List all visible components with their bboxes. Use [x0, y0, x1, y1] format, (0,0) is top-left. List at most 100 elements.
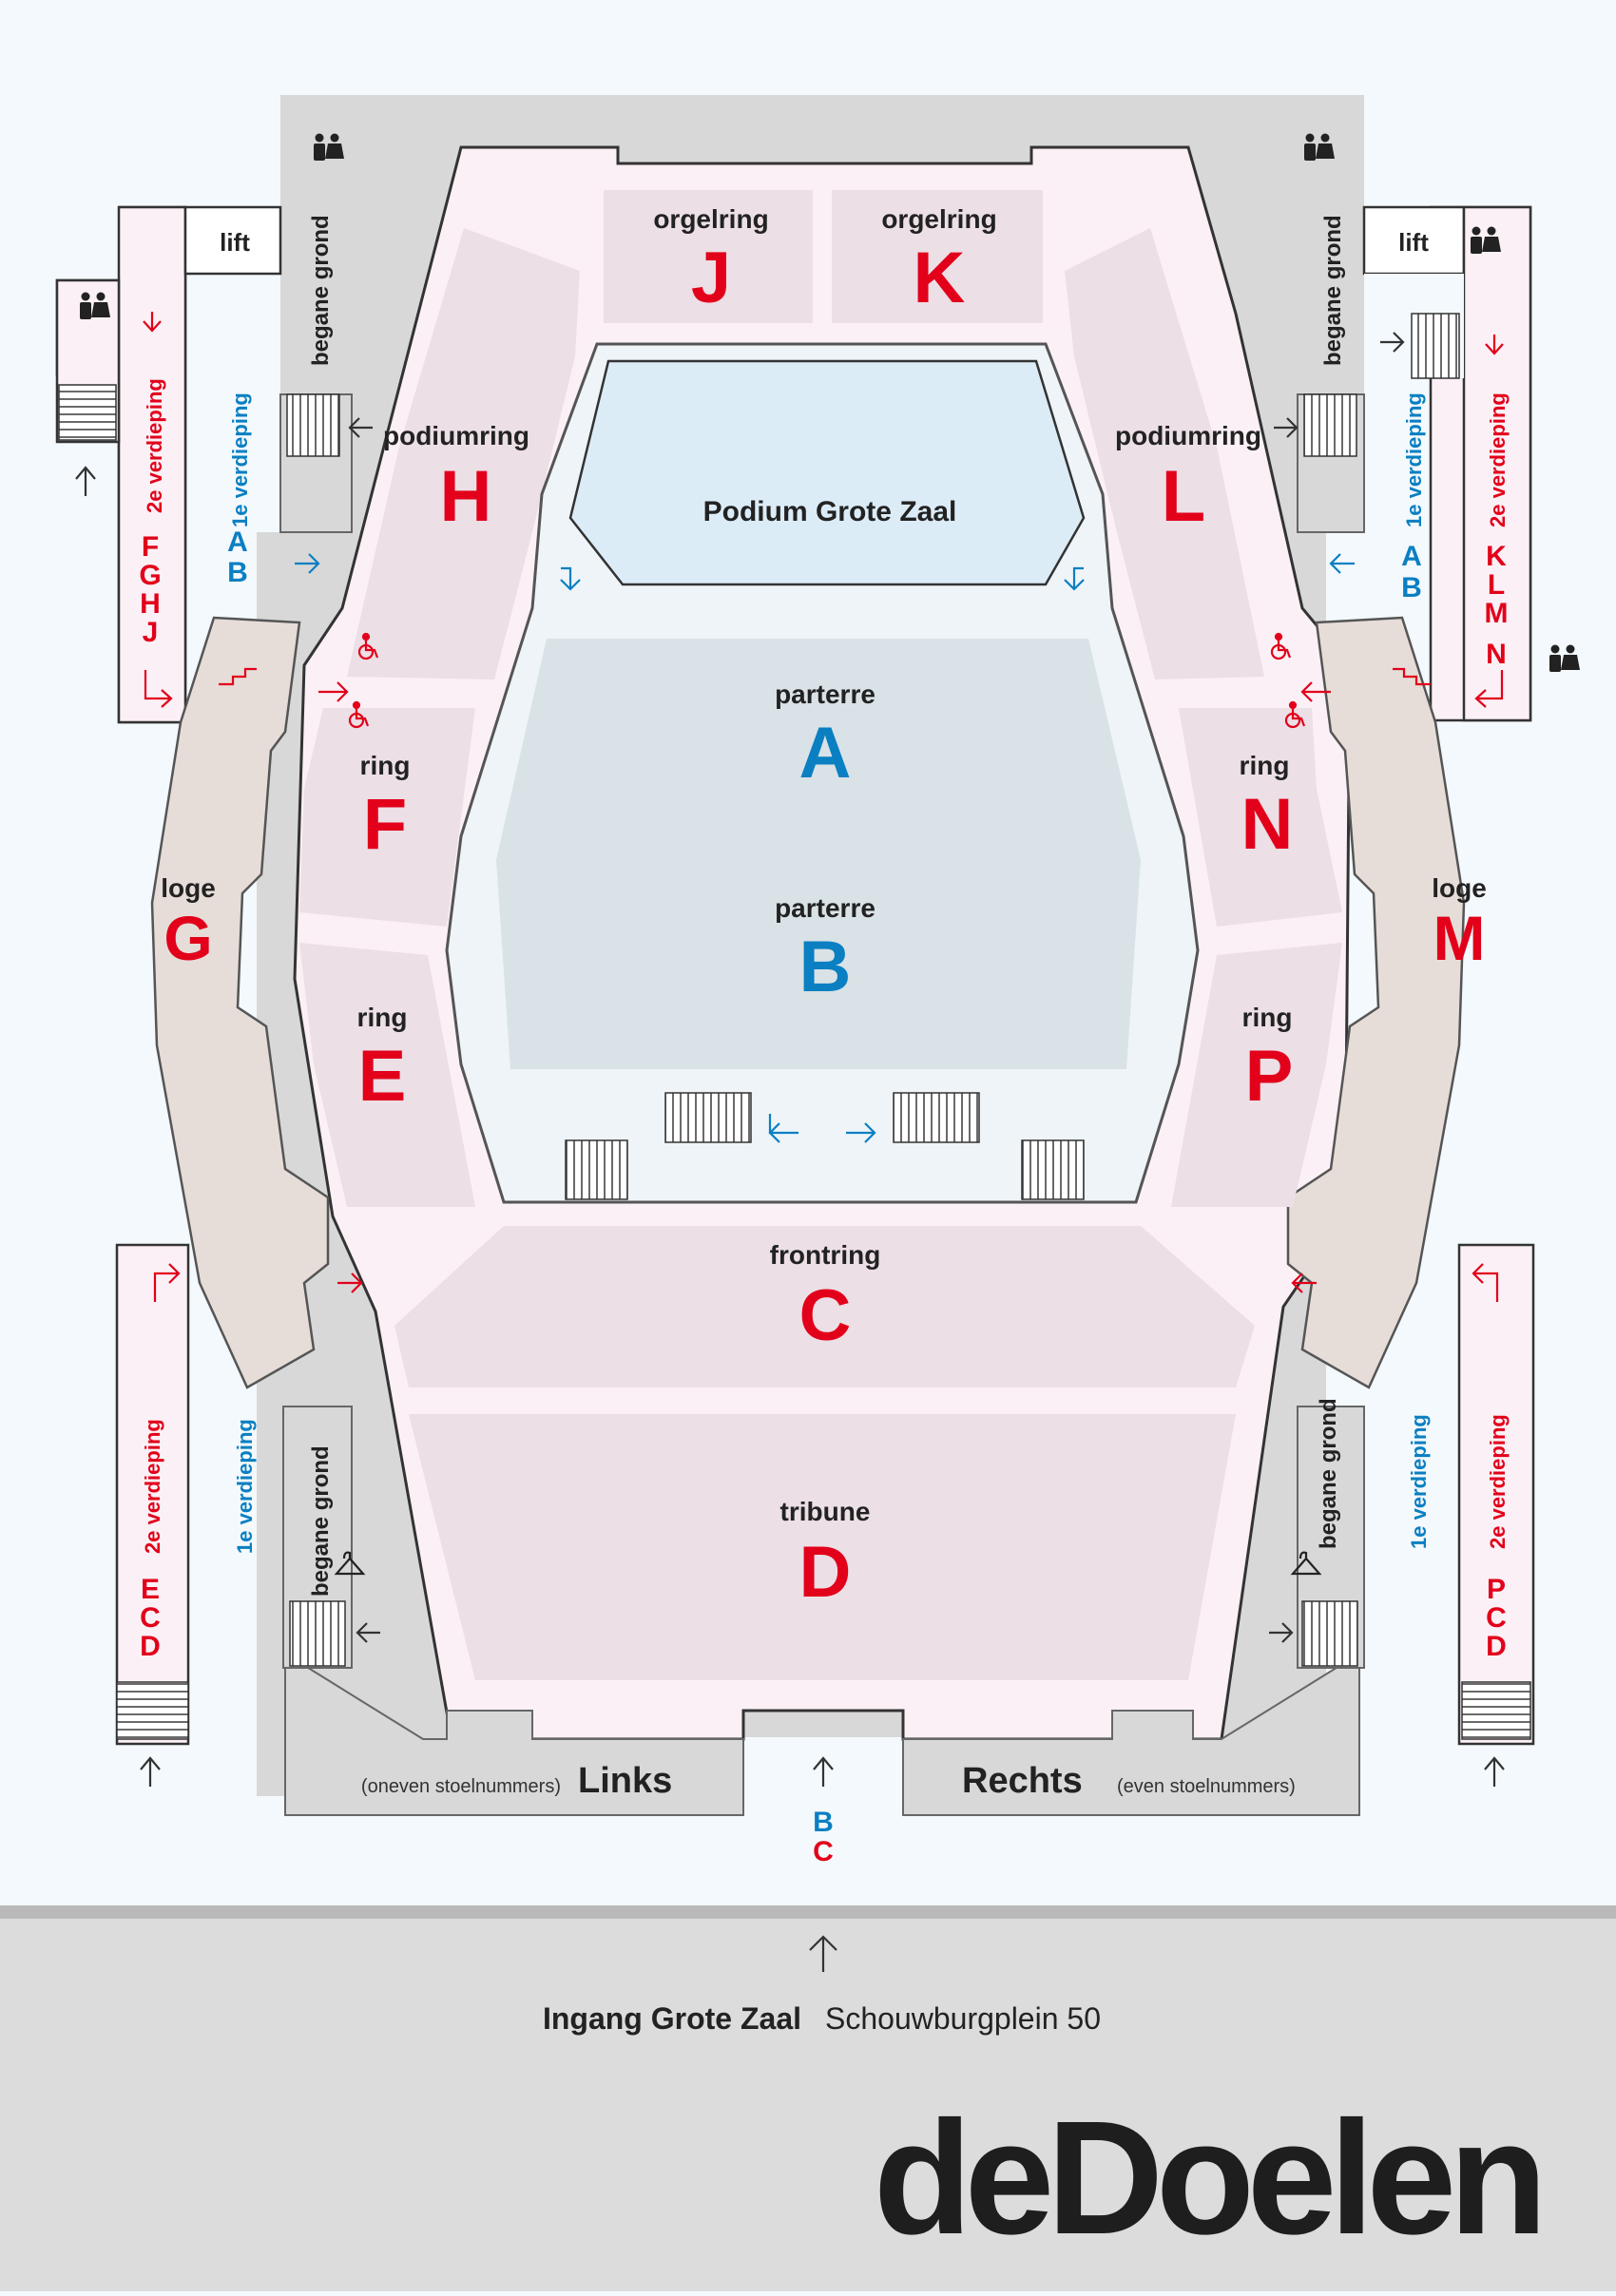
entry-wing-left: [284, 1652, 744, 1816]
section-c-label: frontring: [770, 1240, 881, 1270]
stair-tr-letter-2: L: [1488, 569, 1505, 601]
right-arrow-icon: [846, 1122, 876, 1143]
stair-bl-letter-2: C: [140, 1602, 161, 1634]
stairs-icon: [286, 393, 340, 457]
stair-br-letter-1: P: [1487, 1574, 1506, 1605]
section-b-label: parterre: [775, 893, 875, 923]
section-c[interactable]: [394, 1226, 1255, 1387]
wheelchair-icon: [348, 700, 370, 729]
stair-tr-letter-3: M: [1485, 598, 1509, 629]
stair-br-letter-3: D: [1486, 1631, 1507, 1662]
turn-arrow-icon: [1064, 566, 1085, 591]
entrance-address: Schouwburgplein 50: [825, 2001, 1101, 2036]
left-arrow-icon: [768, 1114, 798, 1143]
stair-tr-letter-4: N: [1486, 639, 1507, 670]
turn-arrow-icon: [153, 1263, 181, 1302]
section-f[interactable]: [299, 708, 475, 927]
section-h-letter: H: [440, 456, 492, 537]
section-f-label: ring: [360, 751, 411, 780]
section-h-label: podiumring: [383, 421, 529, 450]
stair-tower-left-bottom: [115, 1243, 190, 1746]
section-p[interactable]: [1171, 943, 1342, 1207]
stair-bl-letter-3: D: [140, 1631, 161, 1662]
loge-g[interactable]: [150, 616, 330, 1389]
section-d-letter: D: [799, 1532, 852, 1613]
stairs-icon: [219, 667, 257, 686]
stairs-icon: [289, 1600, 346, 1667]
stair-tr-1e-letter-1: A: [1401, 541, 1422, 572]
section-l[interactable]: [1065, 228, 1264, 679]
lift-left: [183, 205, 282, 276]
stair-tower-left-top: [117, 205, 187, 724]
stair-tl-letter-3: H: [140, 588, 161, 620]
entrance-label: Ingang Grote Zaal: [543, 2001, 801, 2036]
stair-tl-letter-2: G: [139, 560, 161, 591]
ground-floor-label-bl: begane grond: [308, 1445, 334, 1597]
stairs-icon: [1393, 667, 1431, 686]
entry-letter-b: B: [813, 1807, 834, 1838]
section-n[interactable]: [1179, 708, 1342, 927]
second-floor-label-bl: 2e verdieping: [141, 1419, 164, 1554]
lift-right-label: lift: [1398, 228, 1429, 257]
second-floor-label-tl: 2e verdieping: [143, 378, 166, 513]
right-arrow-icon: [295, 553, 320, 574]
section-k-letter: K: [914, 238, 966, 318]
section-n-label: ring: [1240, 751, 1290, 780]
right-arrow-icon: [318, 681, 349, 702]
left-side-name: Links: [578, 1761, 672, 1801]
blue-arrows: [295, 553, 1355, 1143]
stair-tr-1e-letter-2: B: [1401, 572, 1422, 603]
cloakroom-icon: [1290, 1551, 1322, 1576]
turn-arrow-icon: [1474, 670, 1504, 708]
section-e[interactable]: [299, 943, 475, 1207]
lift-left-label: lift: [220, 228, 250, 257]
down-arrow-icon: [1485, 335, 1504, 355]
turn-arrow-icon: [144, 670, 173, 708]
section-k[interactable]: [832, 190, 1043, 323]
second-floor-label-tr: 2e verdieping: [1486, 392, 1510, 527]
wheelchair-icon: [1284, 700, 1306, 729]
left-arrow-icon: [1291, 1272, 1317, 1293]
section-j[interactable]: [604, 190, 813, 323]
wheelchair-icon: [1270, 632, 1292, 660]
first-floor-label-tl: 1e verdieping: [228, 392, 252, 527]
section-a[interactable]: [496, 639, 1141, 860]
toilets-icon: [1304, 133, 1335, 161]
left-arrow-icon: [1300, 681, 1331, 702]
section-e-letter: E: [358, 1036, 407, 1117]
section-k-label: orgelring: [881, 204, 996, 234]
toilets-icon: [1549, 644, 1580, 672]
right-arrow-icon: [1269, 1622, 1294, 1643]
red-arrows: [143, 312, 1504, 1302]
stairs-icon: [58, 384, 117, 441]
wheelchair-icon: [357, 632, 379, 660]
toilets-icon: [314, 133, 344, 161]
lift-right: [1362, 205, 1466, 276]
stair-tl-letter-4: J: [143, 617, 159, 648]
stairs-icon: [893, 1092, 980, 1143]
section-b[interactable]: [496, 860, 1141, 1069]
section-a-label: parterre: [775, 679, 875, 709]
right-arrow-icon: [337, 1272, 363, 1293]
right-side-note: (even stoelnummers): [1117, 1776, 1296, 1797]
section-h[interactable]: [347, 228, 580, 679]
toilets-icon: [1471, 226, 1501, 254]
section-n-letter: N: [1241, 784, 1294, 865]
section-p-letter: P: [1245, 1036, 1294, 1117]
turn-arrow-icon: [1472, 1263, 1499, 1302]
stair-tr-letter-1: K: [1486, 541, 1507, 572]
section-m-label: loge: [1432, 873, 1487, 903]
section-f-letter: F: [363, 784, 407, 865]
footer-band: [0, 1919, 1616, 2291]
section-j-letter: J: [691, 238, 731, 318]
up-arrow-icon: [813, 1756, 834, 1787]
left-arrow-icon: [1329, 553, 1355, 574]
section-g-label: loge: [161, 873, 216, 903]
section-d[interactable]: [409, 1414, 1236, 1680]
down-arrow-icon: [143, 312, 162, 333]
stage-label: Podium Grote Zaal: [703, 496, 957, 527]
stairs-icon: [1021, 1139, 1085, 1200]
ground-floor-label-tl: begane grond: [308, 215, 334, 366]
footer-divider: [0, 1905, 1616, 1919]
entrance-arrow-icon: [809, 1935, 837, 1972]
